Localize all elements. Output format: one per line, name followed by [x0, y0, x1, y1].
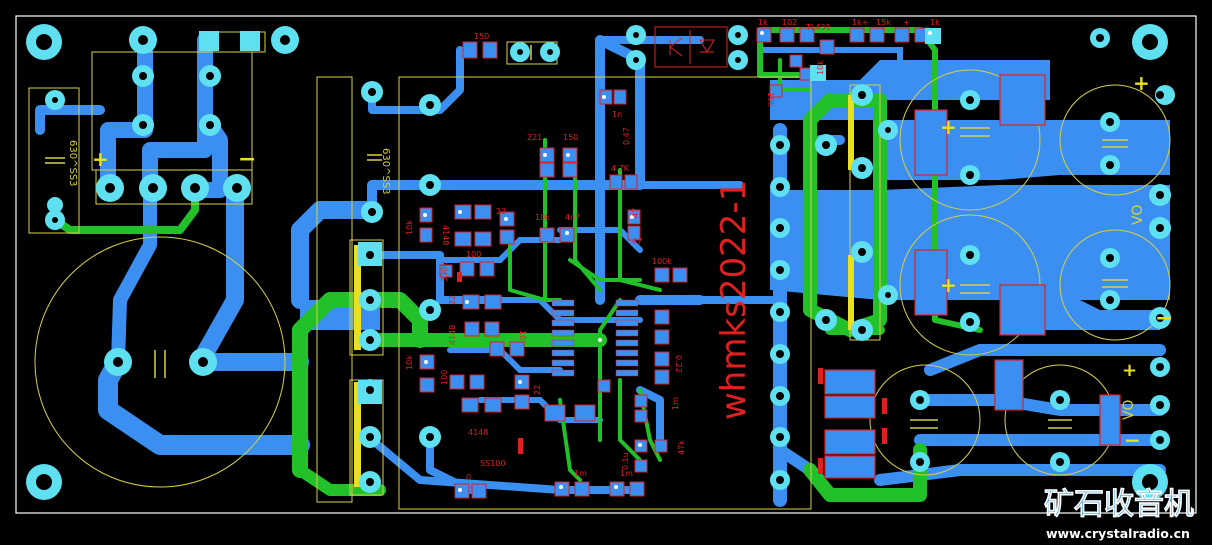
smd-pads: [419, 27, 1121, 499]
label-rstar: +: [903, 18, 910, 27]
label-r102: 102: [782, 18, 797, 27]
label-r100-b: 100: [440, 370, 449, 385]
label-tl431: TL431: [805, 23, 831, 32]
label-r1k-b: 1k+: [852, 18, 868, 27]
label-r15k: 15k: [876, 18, 891, 27]
label-r10k-e: 10k: [816, 60, 825, 75]
label-r22-b: 22: [448, 295, 457, 305]
label-r150-top: 150: [474, 32, 489, 41]
label-c022: 0.22: [674, 355, 683, 373]
label-r221: 221: [527, 133, 542, 142]
jumper-bars: [354, 95, 854, 487]
label-c1n: 1n: [612, 110, 622, 119]
plus-sign-right-1: +: [940, 115, 957, 139]
label-c4n7: 4n7: [565, 213, 580, 222]
plus-sign-right-2: +: [940, 273, 957, 297]
optocoupler: [654, 26, 728, 68]
vo-label-bottom: VO: [1121, 400, 1137, 420]
label-c1m-c: 1m: [620, 469, 633, 478]
label-r1k-c: 1k: [930, 18, 940, 27]
label-r10k-b: 10k: [535, 213, 550, 222]
bottom-copper-pours: [300, 60, 1170, 330]
label-r10k-c: 10k: [405, 355, 414, 370]
watermark-title: 矿石收音机: [1044, 487, 1194, 522]
minus-sign-left: −: [238, 147, 256, 172]
label-r47-b: 47: [632, 237, 642, 246]
label-r100k: 100k: [652, 257, 672, 266]
label-d4148-c: 4148: [468, 428, 488, 437]
minus-sign-right-2: −: [1124, 428, 1141, 452]
label-r10k-d: 10k: [766, 92, 775, 107]
label-r100-a: 100: [466, 250, 481, 259]
label-r22-a: 22: [496, 207, 506, 216]
watermark-url: www.crystalradio.cn: [1046, 526, 1190, 541]
label-d4148-a: 4148: [441, 225, 450, 245]
plus-sign-left: +: [92, 147, 109, 171]
label-c01u: 0.1u: [621, 452, 630, 470]
label-r1k-a: 1k: [758, 18, 768, 27]
label-r10-a: 10: [518, 330, 527, 340]
label-r47-a: 47: [631, 208, 640, 218]
label-r47k: 4.7K: [611, 164, 630, 173]
label-ds3100: SS100: [480, 459, 505, 468]
label-r330k: 330k: [440, 262, 449, 282]
label-r150-mid: 150: [563, 133, 578, 142]
plus-sign-right-4: +: [1122, 360, 1137, 381]
minus-sign-right: −: [1155, 306, 1173, 331]
board-outline: [15, 15, 1197, 514]
silkscreen-text: 630^SS3 630^SS3 + − + + + − + − VO VO: [67, 71, 1173, 452]
cap-left-2-label: 630^SS3: [380, 148, 391, 195]
label-r22-d: 22: [533, 385, 542, 395]
label-d4148-b: 4148: [448, 325, 457, 345]
plus-sign-right-3: +: [1133, 71, 1150, 95]
watermark: 矿石收音机 www.crystalradio.cn: [1044, 487, 1195, 541]
label-c1m-b: 1m: [574, 469, 587, 478]
board-name-label: whmks2022-1: [714, 180, 754, 420]
label-r10k-a: 10k: [405, 220, 414, 235]
label-c047: 0.47: [622, 127, 631, 145]
ic-chips: [551, 299, 639, 377]
component-labels: 150 221 150 1n 0.47 4.7K 10k 4148 22 10k…: [405, 18, 940, 482]
cap-left-1-label: 630^SS3: [67, 140, 78, 187]
label-r47k-b: 47k: [677, 440, 686, 455]
label-r0: 0: [466, 473, 471, 482]
cap-symbols: [45, 45, 1128, 429]
silkscreen-outlines: [28, 31, 1171, 510]
vo-label-top: VO: [1130, 205, 1146, 225]
label-c1m-a: 1m: [671, 397, 680, 410]
through-hole-pads: [26, 24, 1175, 500]
